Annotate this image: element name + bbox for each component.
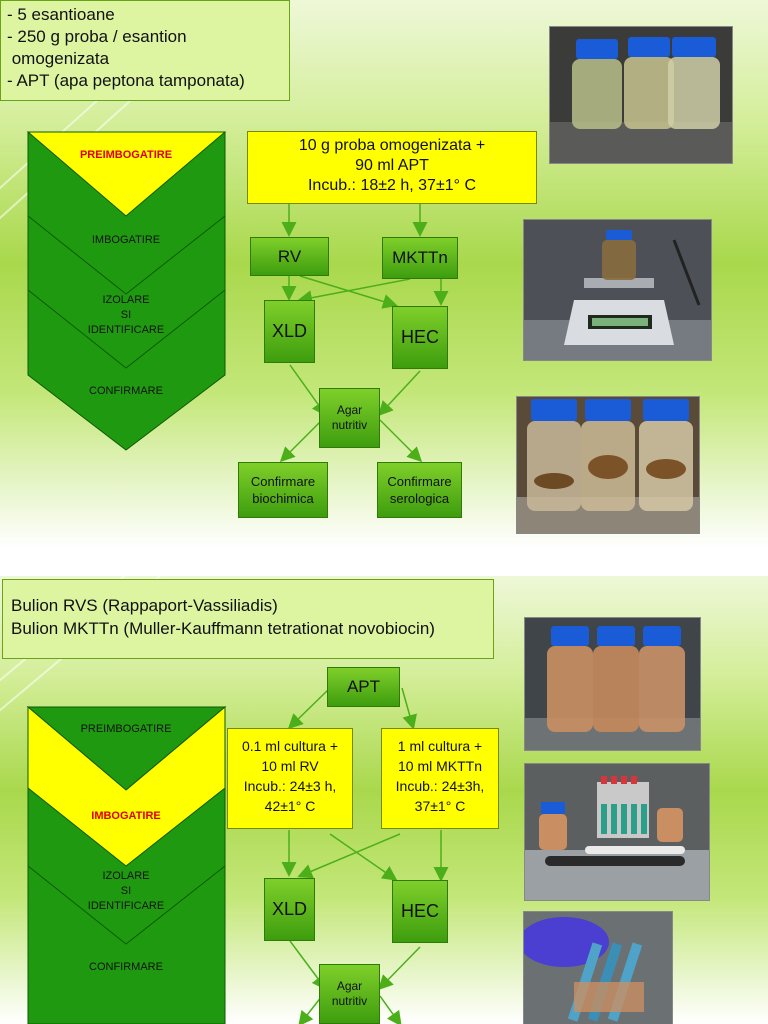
photo-sample-jars: [549, 26, 733, 164]
rv-culture-line: 10 ml RV: [261, 758, 319, 774]
agar-label: Agar: [336, 979, 363, 993]
hec-node: HEC: [392, 880, 448, 943]
rv-label: RV: [277, 246, 302, 266]
rv-culture-line: 42±1° C: [264, 798, 316, 814]
sample-note-line: - APT (apa peptona tamponata): [7, 71, 245, 90]
slide-2: Bulion RVS (Rappaport-Vassiliadis) Bulio…: [0, 576, 768, 1024]
photo-pipettes-tubes: [524, 763, 710, 901]
conf-bio-label: biochimica: [252, 491, 314, 506]
step-confirmare: CONFIRMARE: [89, 385, 163, 397]
step-preimbogatire: PREIMBOGATIRE: [80, 149, 172, 161]
step-confirmare: CONFIRMARE: [89, 961, 163, 973]
photo-balance: [523, 219, 712, 361]
sample-note-line: - 250 g proba / esantion: [7, 27, 187, 46]
step-izolare: IZOLARE: [102, 870, 149, 882]
mkttn-culture-line: 10 ml MKTTn: [397, 758, 482, 774]
step-identificare: IDENTIFICARE: [88, 324, 164, 336]
rv-culture-box: 0.1 ml cultura + 10 ml RV Incub.: 24±3 h…: [227, 728, 353, 829]
agar-nutritiv-node: Agar nutritiv: [319, 388, 380, 448]
xld-label: XLD: [271, 899, 307, 919]
conf-bio-label: Confirmare: [250, 474, 316, 489]
xld-node: XLD: [264, 300, 315, 363]
xld-label: XLD: [271, 321, 307, 341]
flow-arrows: [279, 202, 449, 463]
agar-label: Agar: [336, 403, 363, 417]
step-si: SI: [121, 885, 131, 897]
sample-notes-box: - 5 esantioane - 250 g proba / esantion …: [0, 0, 290, 101]
mkttn-node: MKTTn: [382, 237, 458, 279]
agar-label: nutritiv: [331, 418, 368, 432]
photo-gloved-hand-tubes: [523, 911, 673, 1024]
slide-1: - 5 esantioane - 250 g proba / esantion …: [0, 0, 768, 548]
sample-note-line: omogenizata: [7, 49, 110, 68]
mkttn-culture-line: Incub.: 24±3h,: [395, 778, 485, 794]
agar-label: nutritiv: [331, 994, 368, 1008]
conf-ser-label: Confirmare: [387, 474, 452, 489]
hec-label: HEC: [400, 327, 439, 347]
agar-nutritiv-node: Agar nutritiv: [319, 964, 380, 1024]
sample-prep-box: 10 g proba omogenizata + 90 ml APT Incub…: [247, 131, 537, 204]
sample-prep-line: Incub.: 18±2 h, 37±1° C: [307, 177, 477, 194]
step-identificare: IDENTIFICARE: [88, 900, 164, 912]
confirmare-serologica-node: Confirmare serologica: [377, 462, 462, 518]
step-preimbogatire: PREIMBOGATIRE: [81, 723, 172, 735]
mkttn-label: MKTTn: [392, 248, 448, 267]
photo-jars-with-samples: [516, 396, 700, 534]
mkttn-culture-line: 1 ml cultura +: [397, 738, 483, 754]
step-imbogatire: IMBOGATIRE: [92, 234, 160, 246]
xld-node: XLD: [264, 878, 315, 941]
media-note-line: Bulion RVS (Rappaport-Vassiliadis): [11, 596, 278, 615]
sample-prep-line: 90 ml APT: [355, 157, 429, 174]
sample-prep-line: 10 g proba omogenizata +: [298, 137, 486, 154]
mkttn-culture-line: 37±1° C: [414, 798, 466, 814]
hec-label: HEC: [400, 901, 439, 921]
rv-culture-line: Incub.: 24±3 h,: [243, 778, 337, 794]
hec-node: HEC: [392, 306, 448, 369]
photo-broth-jars: [524, 617, 701, 751]
step-izolare: IZOLARE: [102, 294, 149, 306]
conf-ser-label: serologica: [389, 491, 450, 506]
media-notes-box: Bulion RVS (Rappaport-Vassiliadis) Bulio…: [2, 579, 494, 659]
rv-culture-line: 0.1 ml cultura +: [241, 738, 339, 754]
apt-node: APT: [327, 667, 400, 707]
rv-node: RV: [250, 237, 329, 276]
media-note-line: Bulion MKTTn (Muller-Kauffmann tetration…: [11, 619, 435, 638]
mkttn-culture-box: 1 ml cultura + 10 ml MKTTn Incub.: 24±3h…: [381, 728, 499, 829]
step-imbogatire: IMBOGATIRE: [91, 810, 160, 822]
flow-arrows: [281, 687, 449, 1024]
process-steps-chevron: PREIMBOGATIRE IMBOGATIRE IZOLARE SI IDEN…: [26, 131, 227, 451]
apt-label: APT: [346, 677, 381, 696]
process-steps-chevron: PREIMBOGATIRE IMBOGATIRE IZOLARE SI IDEN…: [26, 705, 227, 1024]
sample-note-line: - 5 esantioane: [7, 5, 115, 24]
confirmare-biochimica-node: Confirmare biochimica: [238, 462, 328, 518]
step-si: SI: [121, 309, 131, 321]
